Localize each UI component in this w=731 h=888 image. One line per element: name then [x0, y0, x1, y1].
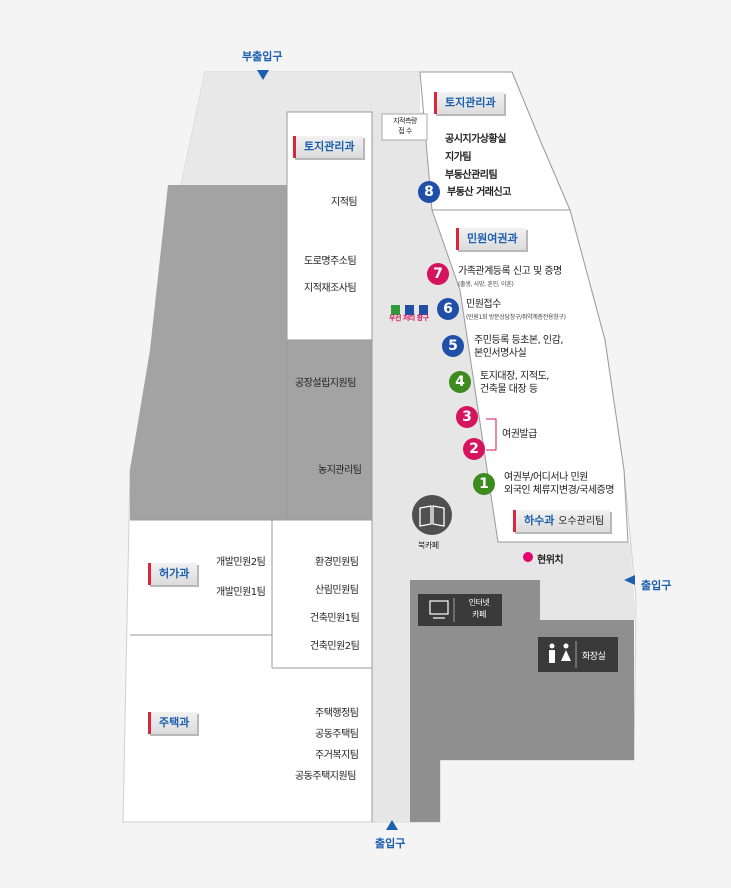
sewer-team: 오수관리팀 — [558, 516, 605, 527]
team-farmland: 농지관리팀 — [318, 465, 362, 476]
dept-housing: 주택과 — [148, 712, 198, 734]
passport-label: 여권발급 — [502, 429, 537, 440]
counter-6-sub: (민원1회 방문상담창구/취약계층전용창구) — [466, 314, 566, 321]
counter-5-line2: 본인서명사실 — [474, 348, 527, 359]
team-factory: 공장설립지원팀 — [295, 378, 356, 389]
team-housing-1: 주택행정팀 — [315, 708, 359, 719]
counter-3-badge: 3 — [456, 406, 478, 428]
counter-2-badge: 2 — [463, 438, 485, 460]
team-permit-outer-1: 환경민원팀 — [315, 557, 359, 568]
top-entrance-label: 부출입구 — [242, 50, 283, 63]
elderly-icon — [391, 305, 400, 315]
counter-6-badge: 6 — [437, 298, 459, 320]
counter-6-title: 민원접수 — [466, 299, 501, 310]
counter-1-line2: 외국인 체류지변경/국세증명 — [504, 485, 614, 496]
right-entrance-arrow — [624, 575, 635, 585]
team-land-right-3: 부동산관리팀 — [445, 170, 498, 181]
team-housing-2: 공동주택팀 — [315, 729, 359, 740]
right-entrance-label: 출입구 — [641, 579, 672, 592]
team-land-left-1: 지적팀 — [331, 197, 358, 208]
counter-4-line2: 건축물 대장 등 — [480, 384, 538, 395]
counter-5-text: 주민등록 등초본, 인감, 본인서명사실 — [474, 334, 564, 360]
counter-4-line1: 토지대장, 지적도, — [480, 371, 549, 382]
left-gray-zone — [232, 420, 372, 520]
top-entrance-arrow — [257, 70, 269, 80]
counter-7-text: 가족관계등록 신고 및 증명 (출생, 사망, 혼인, 이혼) — [458, 265, 562, 291]
counter-8-text: 부동산 거래신고 — [447, 187, 511, 198]
priority-label: 우선 처리 창구 — [389, 314, 429, 322]
team-permit-outer-3: 건축민원1팀 — [310, 613, 360, 624]
internet-cafe-sign — [418, 594, 502, 626]
dept-permit: 허가과 — [148, 563, 198, 585]
team-land-left-2: 도로명주소팀 — [304, 256, 357, 267]
current-location-label: 현위치 — [537, 555, 564, 566]
dept-land-top-right: 토지관리과 — [434, 92, 504, 114]
left-dark-zone — [130, 185, 372, 520]
counter-6-text: 민원접수 (민원1회 방문상담창구/취약계층전용창구) — [466, 298, 566, 324]
dept-sewer: 하수과 오수관리팀 — [513, 510, 611, 532]
survey-line-1: 지적측량 — [393, 117, 417, 125]
pregnant-icon — [405, 305, 415, 315]
counter-4-badge: 4 — [449, 371, 471, 393]
internet-cafe-label: 인터넷 카페 — [460, 597, 498, 621]
book-cafe-label: 북카페 — [418, 541, 439, 550]
team-permit-inner-1: 개발민원2팀 — [216, 557, 266, 568]
bottom-entrance-label: 출입구 — [375, 837, 406, 850]
internet-cafe-line1: 인터넷 — [468, 598, 490, 607]
counter-5-badge: 5 — [442, 335, 464, 357]
team-permit-outer-2: 산림민원팀 — [315, 585, 359, 596]
team-land-right-2: 지가팀 — [445, 152, 472, 163]
counter-7-sub: (출생, 사망, 혼인, 이혼) — [458, 281, 514, 288]
dept-land-left: 토지관리과 — [293, 136, 363, 158]
passport-bracket — [486, 418, 497, 451]
survey-box-label: 지적측량 접 수 — [386, 116, 424, 136]
team-permit-inner-2: 개발민원1팀 — [216, 587, 266, 598]
dept-sewer-name: 하수과 — [524, 514, 555, 527]
team-land-left-3: 지적재조사팀 — [304, 283, 357, 294]
survey-line-2: 접 수 — [398, 127, 412, 135]
counter-1-line1: 여권부/어디서나 민원 — [504, 472, 588, 483]
team-permit-outer-4: 건축민원2팀 — [310, 641, 360, 652]
counter-7-badge: 7 — [427, 263, 449, 285]
counter-4-text: 토지대장, 지적도, 건축물 대장 등 — [480, 370, 549, 396]
team-housing-4: 공동주택지원팀 — [295, 771, 356, 782]
top-hall — [180, 72, 420, 190]
survey-box-shape — [381, 113, 428, 141]
bottom-entrance-arrow — [386, 820, 398, 830]
monitor-icon — [429, 600, 449, 615]
team-housing-3: 주거복지팀 — [315, 750, 359, 761]
counter-8-badge: 8 — [418, 181, 440, 203]
wheelchair-icon — [419, 305, 429, 315]
counter-1-text: 여권부/어디서나 민원 외국인 체류지변경/국세증명 — [504, 471, 614, 497]
counter-1-badge: 1 — [473, 473, 495, 495]
current-location-marker — [523, 552, 533, 562]
priority-icons — [391, 300, 429, 319]
restroom-label: 화장실 — [582, 652, 606, 662]
counter-7-title: 가족관계등록 신고 및 증명 — [458, 266, 562, 277]
civil-office — [431, 209, 629, 543]
dept-civil: 민원여권과 — [456, 228, 526, 250]
team-land-right-1: 공시지가상황실 — [445, 134, 506, 145]
book-cafe-icon — [412, 495, 452, 535]
counter-5-line1: 주민등록 등초본, 인감, — [474, 335, 564, 346]
internet-cafe-line2: 카페 — [472, 610, 486, 619]
